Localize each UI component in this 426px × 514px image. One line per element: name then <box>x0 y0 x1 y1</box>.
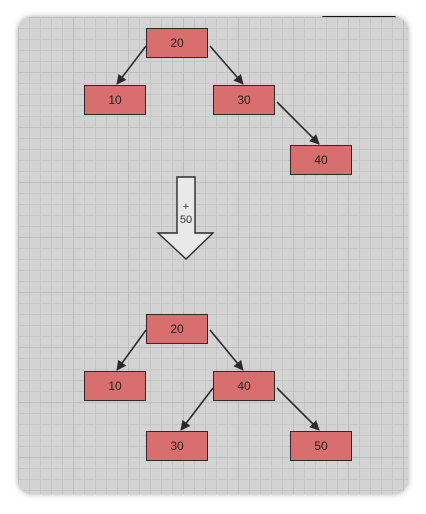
edge-40-30-after <box>180 387 214 431</box>
node-after-right: 40 <box>213 371 275 401</box>
node-after-right-right: 50 <box>290 431 352 461</box>
node-before-right-right: 40 <box>290 145 352 175</box>
node-after-right-left: 30 <box>146 431 208 461</box>
edge-20-40-after <box>209 329 244 371</box>
edge-20-30-before <box>209 45 244 85</box>
edge-40-50-after <box>276 387 320 431</box>
edge-30-40-before <box>276 101 320 145</box>
node-before-right: 30 <box>213 85 275 115</box>
node-before-left: 10 <box>84 85 146 115</box>
edge-20-10-before <box>116 45 147 85</box>
insert-arrow-shape <box>156 176 215 260</box>
node-after-root: 20 <box>146 314 208 344</box>
insert-plus-label: + <box>182 201 190 213</box>
insert-value-label: 50 <box>179 214 193 226</box>
edge-20-10-after <box>116 329 147 371</box>
node-after-left: 10 <box>84 371 146 401</box>
node-before-root: 20 <box>146 28 208 58</box>
